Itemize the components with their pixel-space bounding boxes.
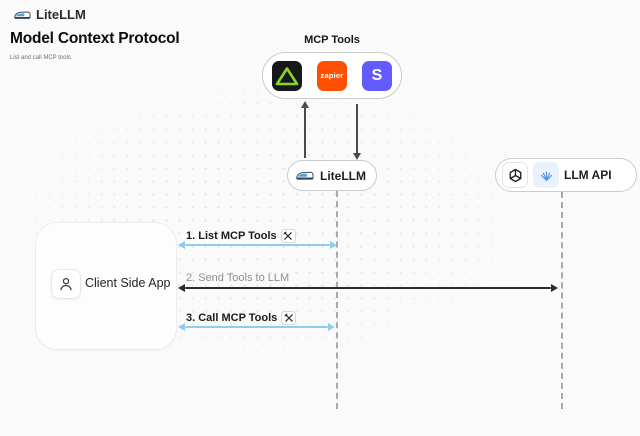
tools-icon <box>281 311 297 325</box>
llm-api-node: LLM API <box>495 158 637 192</box>
llm-api-lifeline <box>561 192 563 409</box>
brand-name: LiteLLM <box>36 7 86 22</box>
page-title: Model Context Protocol <box>10 30 180 47</box>
user-icon <box>60 277 72 291</box>
client-side-app-node: Client Side App <box>35 222 177 350</box>
mcp-tools-node: zapier S <box>262 52 402 99</box>
llm-provider-logo-icon <box>533 162 559 188</box>
zapier-logo-icon: zapier <box>317 60 347 91</box>
litellm-train-icon <box>14 9 31 21</box>
litellm-node-label: LiteLLM <box>320 168 366 183</box>
arrow-3-text: 3. Call MCP Tools <box>186 312 278 324</box>
mcp-tools-label: MCP Tools <box>304 34 360 46</box>
zapier-wordmark: zapier <box>320 71 344 80</box>
arrow-2-text: 2. Send Tools to LLM <box>186 272 290 284</box>
arrow-2-label: 2. Send Tools to LLM <box>186 272 289 284</box>
arrow-1-label: 1. List MCP Tools <box>186 229 296 243</box>
stripe-s-glyph: S <box>371 66 383 84</box>
page-subtitle: List and call MCP tools <box>10 55 71 61</box>
litellm-node: LiteLLM <box>287 160 377 191</box>
openai-logo-icon <box>502 162 528 188</box>
arrow-1-text: 1. List MCP Tools <box>186 230 277 242</box>
green-triangle-logo-icon <box>272 60 302 91</box>
arrow-3-label: 3. Call MCP Tools <box>186 311 297 325</box>
brand: LiteLLM <box>14 7 86 22</box>
client-side-app-label: Client Side App <box>85 276 171 290</box>
llm-api-node-label: LLM API <box>564 168 612 182</box>
stripe-logo-icon: S <box>362 60 392 91</box>
litellm-train-icon <box>296 169 314 182</box>
tools-icon <box>280 229 296 243</box>
litellm-lifeline <box>336 191 338 409</box>
user-icon-tile <box>51 269 81 299</box>
